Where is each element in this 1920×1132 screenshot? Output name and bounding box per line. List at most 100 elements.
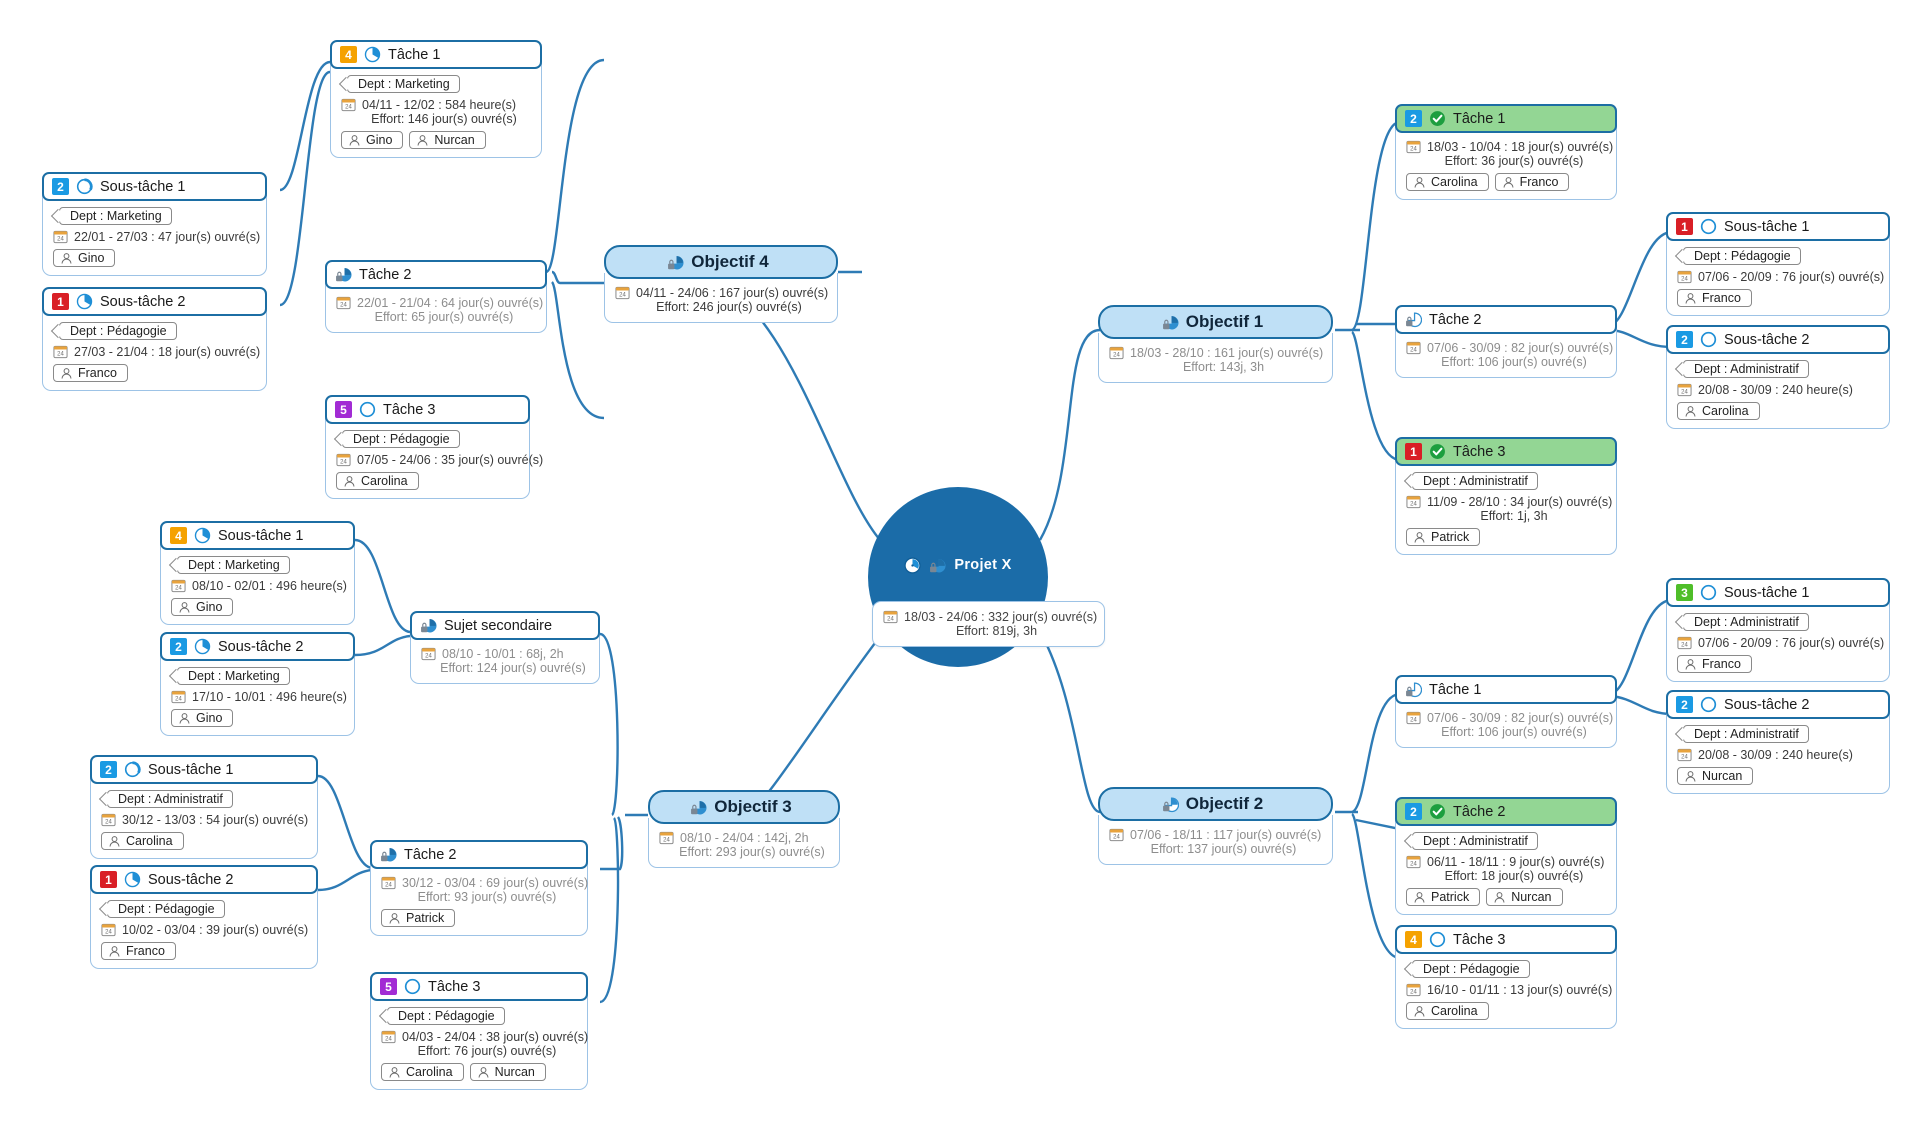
assignee-chip[interactable]: Franco (1677, 655, 1752, 673)
node-obj2-t1-soustache-1[interactable]: 3 Sous-tâche 1 Dept : Administratif 24 0… (1666, 578, 1890, 682)
soustache-label: Sous-tâche 1 (218, 527, 304, 544)
soustache-label: Sous-tâche 2 (148, 871, 234, 888)
node-obj1-tache-3[interactable]: 1 Tâche 3 Dept : Administratif 24 11/09 … (1395, 437, 1617, 555)
assignee-chip[interactable]: Gino (171, 598, 234, 616)
assignee-chip[interactable]: Nurcan (1677, 767, 1754, 785)
assignee-chip[interactable]: Nurcan (469, 1063, 546, 1081)
assignee-chip[interactable]: Carolina (101, 832, 184, 850)
svg-text:24: 24 (1410, 146, 1417, 152)
node-obj2-tache-2[interactable]: 2 Tâche 2 Dept : Administratif 24 06/11 … (1395, 797, 1617, 915)
node-obj2-tache-1[interactable]: Tâche 1 24 07/06 - 30/09 : 82 jour(s) ou… (1395, 675, 1617, 748)
obj1-tache-2-header[interactable]: Tâche 2 (1395, 305, 1617, 334)
assignee-chip[interactable]: Gino (341, 131, 404, 149)
node-obj1-t2-soustache-2[interactable]: 2 Sous-tâche 2 Dept : Administratif 24 2… (1666, 325, 1890, 429)
assignee-chip[interactable]: Nurcan (409, 131, 486, 149)
soustache-header[interactable]: 2 Sous-tâche 2 (1666, 325, 1890, 354)
assignee-list: Franco (1677, 655, 1879, 673)
sujet-secondaire-header[interactable]: Sujet secondaire (410, 611, 600, 640)
node-obj1-tache-1[interactable]: 2 Tâche 1 24 18/03 - 10/04 : 18 jour(s) … (1395, 104, 1617, 200)
obj4-tache-1-header[interactable]: 4 Tâche 1 (330, 40, 542, 69)
node-obj4-tache-1[interactable]: 4 Tâche 1 Dept : Marketing 24 04/11 - 12… (330, 40, 542, 158)
assignee-chip[interactable]: Gino (53, 249, 116, 267)
assignee-chip[interactable]: Franco (101, 942, 176, 960)
soustache-header[interactable]: 1 Sous-tâche 2 (42, 287, 267, 316)
assignee-chip[interactable]: Carolina (1677, 402, 1760, 420)
soustache-header[interactable]: 3 Sous-tâche 1 (1666, 578, 1890, 607)
calendar-icon: 24 (336, 296, 351, 310)
calendar-icon: 24 (171, 690, 186, 704)
lock-pie-icon (381, 848, 397, 862)
assignee-chip[interactable]: Gino (171, 709, 234, 727)
node-obj4-tache-3[interactable]: 5 Tâche 3 Dept : Pédagogie 24 07/05 - 24… (325, 395, 543, 499)
svg-text:24: 24 (1681, 276, 1688, 282)
node-obj3-t2-soustache-1[interactable]: 2 Sous-tâche 1 Dept : Administratif 24 3… (90, 755, 318, 859)
objectif-4-header[interactable]: Objectif 4 (604, 245, 838, 279)
assignee-list: Carolina (1677, 402, 1879, 420)
node-obj4-t1-soustache-1[interactable]: 2 Sous-tâche 1 Dept : Marketing 24 22/01… (42, 172, 267, 276)
obj2-tache-1-header[interactable]: Tâche 1 (1395, 675, 1617, 704)
assignee-name: Gino (196, 711, 223, 725)
objectif-2-header[interactable]: Objectif 2 (1098, 787, 1333, 821)
soustache-header[interactable]: 2 Sous-tâche 2 (160, 632, 355, 661)
node-obj3-tache-2[interactable]: Tâche 2 24 30/12 - 03/04 : 69 jour(s) ou… (370, 840, 588, 936)
soustache-header[interactable]: 2 Sous-tâche 1 (42, 172, 267, 201)
assignee-chip[interactable]: Carolina (336, 472, 419, 490)
node-effort: Effort: 93 jour(s) ouvré(s) (417, 890, 557, 904)
empty-circle-icon (359, 401, 376, 418)
node-objectif-2[interactable]: Objectif 2 24 07/06 - 18/11 : 117 jour(s… (1098, 787, 1333, 865)
assignee-chip[interactable]: Carolina (1406, 1002, 1489, 1020)
user-icon (1414, 891, 1425, 903)
soustache-header[interactable]: 1 Sous-tâche 1 (1666, 212, 1890, 241)
obj1-tache-3-header[interactable]: 1 Tâche 3 (1395, 437, 1617, 466)
svg-text:24: 24 (385, 1036, 392, 1042)
soustache-header[interactable]: 4 Sous-tâche 1 (160, 521, 355, 550)
assignee-chip[interactable]: Nurcan (1486, 888, 1563, 906)
soustache-header[interactable]: 1 Sous-tâche 2 (90, 865, 318, 894)
node-sujet-secondaire[interactable]: Sujet secondaire 24 08/10 - 10/01 : 68j,… (410, 611, 600, 684)
soustache-header[interactable]: 2 Sous-tâche 1 (90, 755, 318, 784)
node-obj3-t2-soustache-2[interactable]: 1 Sous-tâche 2 Dept : Pédagogie 24 10/02… (90, 865, 318, 969)
objectif-1-header[interactable]: Objectif 1 (1098, 305, 1333, 339)
obj4-tache-2-header[interactable]: Tâche 2 (325, 260, 547, 289)
svg-text:24: 24 (1113, 352, 1120, 358)
node-obj3-tache-3[interactable]: 5 Tâche 3 Dept : Pédagogie 24 04/03 - 24… (370, 972, 588, 1090)
node-obj2-t1-soustache-2[interactable]: 2 Sous-tâche 2 Dept : Administratif 24 2… (1666, 690, 1890, 794)
assignee-name: Nurcan (1511, 890, 1552, 904)
assignee-chip[interactable]: Franco (1677, 289, 1752, 307)
priority-badge: 2 (52, 178, 69, 195)
node-objectif-4[interactable]: Objectif 4 24 04/11 - 24/06 : 167 jour(s… (604, 245, 838, 323)
assignee-chip[interactable]: Patrick (381, 909, 456, 927)
node-objectif-3[interactable]: Objectif 3 24 08/10 - 24/04 : 142j, 2h E… (648, 790, 840, 868)
assignee-chip[interactable]: Franco (53, 364, 128, 382)
objectif-3-header[interactable]: Objectif 3 (648, 790, 840, 824)
obj3-tache-3-header[interactable]: 5 Tâche 3 (370, 972, 588, 1001)
obj1-tache-2-body: 24 07/06 - 30/09 : 82 jour(s) ouvré(s) E… (1395, 328, 1617, 378)
obj4-tache-3-header[interactable]: 5 Tâche 3 (325, 395, 530, 424)
assignee-list: Patrick (381, 909, 577, 927)
assignee-chip[interactable]: Carolina (381, 1063, 464, 1081)
assignee-chip[interactable]: Carolina (1406, 173, 1489, 191)
node-sujet-soustache-1[interactable]: 4 Sous-tâche 1 Dept : Marketing 24 08/10… (160, 521, 355, 625)
lock-pie-icon (1162, 315, 1179, 330)
obj2-tache-3-header[interactable]: 4 Tâche 3 (1395, 925, 1617, 954)
node-obj2-tache-3[interactable]: 4 Tâche 3 Dept : Pédagogie 24 16/10 - 01… (1395, 925, 1617, 1029)
assignee-chip[interactable]: Patrick (1406, 888, 1481, 906)
node-dates: 10/02 - 03/04 : 39 jour(s) ouvré(s) (122, 922, 309, 937)
node-sujet-soustache-2[interactable]: 2 Sous-tâche 2 Dept : Marketing 24 17/10… (160, 632, 355, 736)
soustache-header[interactable]: 2 Sous-tâche 2 (1666, 690, 1890, 719)
obj2-tache-2-header[interactable]: 2 Tâche 2 (1395, 797, 1617, 826)
user-icon (109, 945, 120, 957)
calendar-icon: 24 (421, 647, 436, 661)
obj3-tache-2-header[interactable]: Tâche 2 (370, 840, 588, 869)
node-obj4-tache-2[interactable]: Tâche 2 24 22/01 - 21/04 : 64 jour(s) ou… (325, 260, 547, 333)
node-obj1-t2-soustache-1[interactable]: 1 Sous-tâche 1 Dept : Pédagogie 24 07/06… (1666, 212, 1890, 316)
assignee-chip[interactable]: Franco (1494, 173, 1570, 191)
assignee-chip[interactable]: Patrick (1406, 528, 1481, 546)
node-obj4-t1-soustache-2[interactable]: 1 Sous-tâche 2 Dept : Pédagogie 24 27/03… (42, 287, 267, 391)
node-obj1-tache-2[interactable]: Tâche 2 24 07/06 - 30/09 : 82 jour(s) ou… (1395, 305, 1617, 378)
calendar-icon: 24 (53, 345, 68, 359)
node-effort: Effort: 293 jour(s) ouvré(s) (679, 845, 825, 859)
node-objectif-1[interactable]: Objectif 1 24 18/03 - 28/10 : 161 jour(s… (1098, 305, 1333, 383)
obj1-tache-1-header[interactable]: 2 Tâche 1 (1395, 104, 1617, 133)
